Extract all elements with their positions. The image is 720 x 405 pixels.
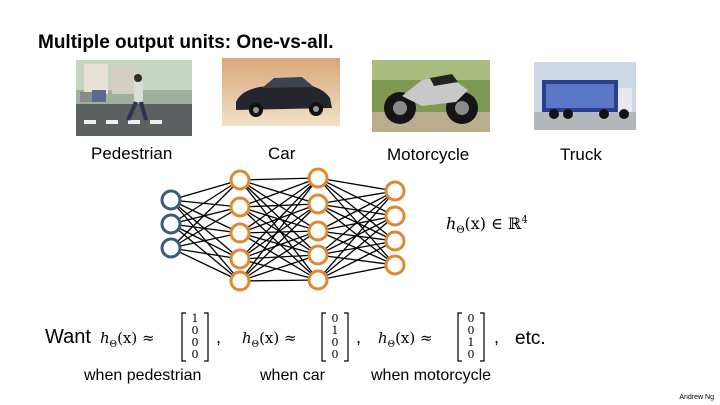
- output-vector-2: 0 1 0 0: [320, 311, 350, 363]
- hypothesis-formula: hΘ(x) ∈ ℝ4: [446, 214, 528, 236]
- edge-hidden2-4-to-output-1: [318, 191, 395, 255]
- hidden1-node-4: [231, 250, 249, 268]
- input-node-3: [162, 239, 180, 257]
- hidden2-node-5: [309, 271, 327, 289]
- separator-3: ,: [494, 327, 499, 348]
- hidden1-node-5: [231, 272, 249, 290]
- hidden2-node-1: [309, 169, 327, 187]
- edge-hidden1-5-to-hidden2-5: [240, 280, 318, 281]
- output-vector-1: 1 0 0 0: [180, 311, 210, 363]
- etc-label: etc.: [515, 328, 546, 350]
- output-node-3: [386, 232, 404, 250]
- vector-3-value-4: 0: [456, 349, 486, 361]
- vector-2-value-4: 0: [320, 349, 350, 361]
- network-edges: [171, 178, 395, 281]
- hidden2-node-2: [309, 195, 327, 213]
- hidden2-node-3: [309, 222, 327, 240]
- approx-formula-1: hΘ(x) ≈: [100, 329, 155, 350]
- hidden1-node-1: [231, 171, 249, 189]
- separator-1: ,: [216, 327, 221, 348]
- author-credit: Andrew Ng: [679, 394, 714, 401]
- hidden1-node-3: [231, 224, 249, 242]
- caption-pedestrian: when pedestrian: [84, 367, 201, 385]
- edge-hidden1-1-to-hidden2-1: [240, 178, 318, 180]
- separator-2: ,: [356, 327, 361, 348]
- output-node-1: [386, 182, 404, 200]
- approx-formula-2: hΘ(x) ≈: [242, 329, 297, 350]
- edge-input-3-to-hidden1-3: [171, 233, 240, 248]
- edge-hidden2-1-to-output-1: [318, 178, 395, 191]
- approx-formula-3: hΘ(x) ≈: [378, 329, 433, 350]
- caption-motorcycle: when motorcycle: [371, 367, 491, 385]
- edge-input-2-to-hidden1-1: [171, 180, 240, 224]
- output-node-2: [386, 207, 404, 225]
- edge-hidden1-4-to-hidden2-3: [240, 231, 318, 259]
- vector-1-value-4: 0: [180, 349, 210, 361]
- hidden1-node-2: [231, 198, 249, 216]
- input-node-2: [162, 215, 180, 233]
- input-node-1: [162, 191, 180, 209]
- hidden2-node-4: [309, 246, 327, 264]
- caption-car: when car: [260, 367, 325, 385]
- output-node-4: [386, 256, 404, 274]
- edge-hidden1-3-to-hidden2-1: [240, 178, 318, 233]
- output-vector-3: 0 0 1 0: [456, 311, 486, 363]
- want-label: Want: [45, 326, 91, 349]
